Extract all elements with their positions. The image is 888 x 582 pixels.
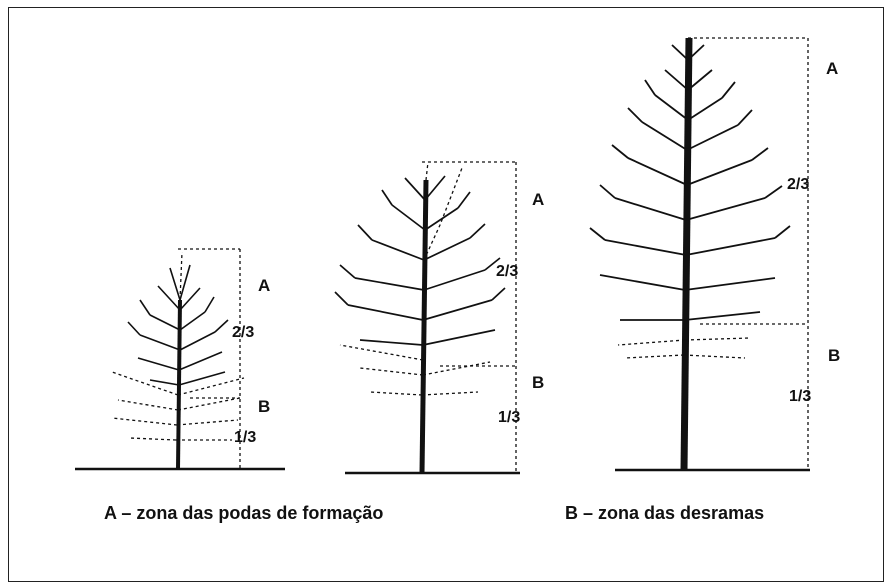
tree3-zone-a-label: A: [826, 59, 839, 78]
tree2-lower-fraction: 1/3: [498, 409, 521, 426]
crown-branches: [127, 264, 229, 386]
figure-frame: [8, 7, 884, 582]
tree-pruning-diagram: [75, 37, 810, 475]
tree3-zone-b-label: B: [828, 346, 841, 365]
trunk: [419, 179, 429, 474]
tree1-zone-b-label: B: [258, 397, 271, 416]
crown-branches: [334, 175, 506, 346]
legend-zone-b: B – zona das desramas: [565, 503, 765, 523]
tree1-zone-a-label: A: [258, 276, 271, 295]
medium-tree: [334, 161, 520, 475]
tree2-zone-b-label: B: [532, 373, 545, 392]
tree1-lower-fraction: 1/3: [234, 429, 257, 446]
pruned-branches: [617, 337, 751, 359]
tree2-zone-a-label: A: [532, 190, 545, 209]
crown-branches: [589, 44, 791, 321]
legend-zone-a: A – zona das podas de formação: [104, 503, 384, 523]
tree3-upper-fraction: 2/3: [787, 176, 810, 193]
tree3-lower-fraction: 1/3: [789, 388, 812, 405]
pruned-branches: [339, 161, 491, 396]
tree2-upper-fraction: 2/3: [496, 263, 519, 280]
large-tree: [589, 37, 810, 472]
tree1-upper-fraction: 2/3: [232, 324, 255, 341]
small-tree: [75, 248, 285, 471]
pruned-branches: [111, 251, 245, 441]
